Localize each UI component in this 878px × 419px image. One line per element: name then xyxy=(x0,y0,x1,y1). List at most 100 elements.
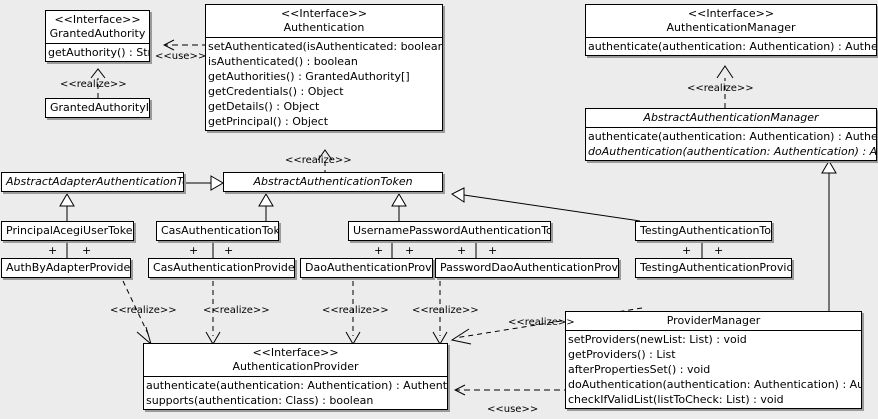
operation-row: isAuthenticated() : boolean xyxy=(208,55,358,68)
relationship-label-realize-provider-manager: <<realize>> xyxy=(508,317,575,328)
class-password-dao-authentication-provider[interactable]: PasswordDaoAuthenticationProvider xyxy=(435,258,619,278)
association-adornment-plus: + xyxy=(189,244,199,257)
operations-compartment: setAuthenticated(isAuthenticated: boolea… xyxy=(206,38,442,130)
association-adornment-plus: + xyxy=(48,244,58,257)
class-header-provider-manager: ProviderManager xyxy=(566,312,861,330)
class-authentication[interactable]: <<Interface>> Authentication setAuthenti… xyxy=(205,4,443,131)
class-header-testing-authentication-token: TestingAuthenticationToken xyxy=(636,222,771,240)
operation-row: supports(authentication: Class) : boolea… xyxy=(146,394,374,407)
association-adornment-plus: + xyxy=(714,244,724,257)
class-provider-manager[interactable]: ProviderManager setProviders(newList: Li… xyxy=(565,311,862,409)
class-name-label: AuthenticationManager xyxy=(666,21,796,34)
operation-row: authenticate(authentication: Authenticat… xyxy=(146,379,448,392)
class-header-password-dao-authentication-provider: PasswordDaoAuthenticationProvider xyxy=(436,259,618,277)
class-name-label: GrantedAuthority xyxy=(49,27,146,40)
operation-row: getDetails() : Object xyxy=(208,100,320,113)
operation-row: afterPropertiesSet() : void xyxy=(568,363,711,376)
class-header-abstract-adapter-authentication-token: AbstractAdapterAuthenticationToken xyxy=(2,173,183,191)
class-auth-by-adapter-provider[interactable]: AuthByAdapterProvider xyxy=(1,258,131,278)
class-name-label: AuthByAdapterProvider xyxy=(6,261,131,274)
stereotype-label: <<Interface>> xyxy=(54,13,141,26)
class-header-abstract-authentication-manager: AbstractAuthenticationManager xyxy=(586,109,876,127)
class-granted-authority-impl[interactable]: GrantedAuthorityImpl xyxy=(45,98,150,118)
operation-row: getAuthorities() : GrantedAuthority[] xyxy=(208,70,410,83)
class-header-granted-authority-impl: GrantedAuthorityImpl xyxy=(46,99,149,117)
relationship-label-realize-abstract-auth-manager: <<realize>> xyxy=(687,83,754,94)
class-name-label: PasswordDaoAuthenticationProvider xyxy=(440,261,619,274)
operation-row: checkIfValidList(listToCheck: List) : vo… xyxy=(568,393,784,406)
class-name-label: CasAuthenticationToken xyxy=(161,224,279,237)
operation-row: authenticate(authentication: Authenticat… xyxy=(588,40,877,53)
compartment-divider xyxy=(566,330,861,331)
relationship-label-realize-granted-impl: <<realize>> xyxy=(60,79,127,90)
class-abstract-authentication-manager[interactable]: AbstractAuthenticationManager authentica… xyxy=(585,108,877,161)
association-adornment-plus: + xyxy=(82,244,92,257)
compartment-divider xyxy=(206,37,442,38)
operation-row: authenticate(authentication: Authenticat… xyxy=(588,130,877,143)
association-adornment-plus: + xyxy=(682,244,692,257)
class-name-label: CasAuthenticationProvider xyxy=(153,261,295,274)
generalization-casauthenticationtoken-to-abstractauthenticationtoken xyxy=(258,193,274,221)
stereotype-label: <<Interface>> xyxy=(280,7,368,20)
relationship-label-realize-auth-by-adapter: <<realize>> xyxy=(110,305,177,316)
class-dao-authentication-provider[interactable]: DaoAuthenticationProvider xyxy=(300,258,433,278)
generalization-providermanager-to-abstractauthenticationmanager xyxy=(821,160,837,311)
class-abstract-authentication-token[interactable]: AbstractAuthenticationToken xyxy=(223,172,443,192)
operations-compartment: authenticate(authentication: Authenticat… xyxy=(586,38,876,55)
class-principal-acegi-user-token[interactable]: PrincipalAcegiUserToken xyxy=(1,221,134,241)
generalization-testingauthenticationtoken-to-abstractauthenticationtoken xyxy=(451,187,641,222)
operations-compartment: authenticate(authentication: Authenticat… xyxy=(586,128,876,160)
relationship-label-use-provider-manager: <<use>> xyxy=(487,404,539,415)
stereotype-label: <<Interface>> xyxy=(687,7,775,20)
class-testing-authentication-provider[interactable]: TestingAuthenticationProvider xyxy=(635,258,792,278)
association-adornment-plus: + xyxy=(488,244,498,257)
relationship-label-realize-dao-provider: <<realize>> xyxy=(322,305,389,316)
operation-row: getCredentials() : Object xyxy=(208,85,344,98)
class-testing-authentication-token[interactable]: TestingAuthenticationToken xyxy=(635,221,772,241)
relationship-label-realize-password-dao-provider: <<realize>> xyxy=(412,305,479,316)
operation-row: doAuthentication(authentication: Authent… xyxy=(568,378,861,391)
operation-row: setAuthenticated(isAuthenticated: boolea… xyxy=(208,40,442,53)
compartment-divider xyxy=(586,37,876,38)
class-name-label: Authentication xyxy=(283,21,365,34)
generalization-principalacegiusertoken-to-abstractadaptertoken xyxy=(59,193,75,221)
association-adornment-plus: + xyxy=(224,244,234,257)
class-username-password-authentication-token[interactable]: UsernamePasswordAuthenticationToken xyxy=(348,221,551,241)
class-authentication-manager[interactable]: <<Interface>> AuthenticationManager auth… xyxy=(585,4,877,56)
class-name-label: TestingAuthenticationToken xyxy=(640,224,772,237)
class-name-label: AbstractAdapterAuthenticationToken xyxy=(6,175,183,188)
operations-compartment: getAuthority() : String xyxy=(46,44,149,61)
class-header-testing-authentication-provider: TestingAuthenticationProvider xyxy=(636,259,791,277)
compartment-divider xyxy=(144,376,447,377)
class-header-cas-authentication-provider: CasAuthenticationProvider xyxy=(149,259,294,277)
class-name-label: UsernamePasswordAuthenticationToken xyxy=(353,224,551,237)
class-header-abstract-authentication-token: AbstractAuthenticationToken xyxy=(224,173,442,191)
class-name-label: PrincipalAcegiUserToken xyxy=(6,224,134,237)
compartment-divider xyxy=(46,43,149,44)
class-cas-authentication-provider[interactable]: CasAuthenticationProvider xyxy=(148,258,295,278)
class-name-label: GrantedAuthorityImpl xyxy=(50,101,149,114)
operation-row: getAuthority() : String xyxy=(48,46,149,59)
generalization-abstractadaptertoken-to-abstractauthenticationtoken xyxy=(184,175,224,191)
association-adornment-plus: + xyxy=(457,244,467,257)
compartment-divider xyxy=(586,127,876,128)
class-granted-authority[interactable]: <<Interface>> GrantedAuthority getAuthor… xyxy=(45,10,150,62)
class-authentication-provider[interactable]: <<Interface>> AuthenticationProvider aut… xyxy=(143,343,448,410)
association-adornment-plus: + xyxy=(374,244,384,257)
class-name-label: ProviderManager xyxy=(666,314,761,327)
class-cas-authentication-token[interactable]: CasAuthenticationToken xyxy=(156,221,279,241)
operation-row: doAuthentication(authentication: Authent… xyxy=(588,145,877,158)
generalization-usernamepasswordtoken-to-abstractauthenticationtoken xyxy=(391,193,407,221)
operation-row: setProviders(newList: List) : void xyxy=(568,333,747,346)
operations-compartment: setProviders(newList: List) : void getPr… xyxy=(566,331,861,408)
class-name-label: AuthenticationProvider xyxy=(232,360,359,373)
class-header-granted-authority: <<Interface>> GrantedAuthority xyxy=(46,11,149,43)
operation-row: getPrincipal() : Object xyxy=(208,115,329,128)
class-header-authentication-manager: <<Interface>> AuthenticationManager xyxy=(586,5,876,37)
stereotype-label: <<Interface>> xyxy=(252,346,339,359)
class-header-auth-by-adapter-provider: AuthByAdapterProvider xyxy=(2,259,130,277)
class-name-label: DaoAuthenticationProvider xyxy=(305,261,432,274)
class-name-label: TestingAuthenticationProvider xyxy=(640,261,792,274)
class-abstract-adapter-authentication-token[interactable]: AbstractAdapterAuthenticationToken xyxy=(1,172,184,192)
